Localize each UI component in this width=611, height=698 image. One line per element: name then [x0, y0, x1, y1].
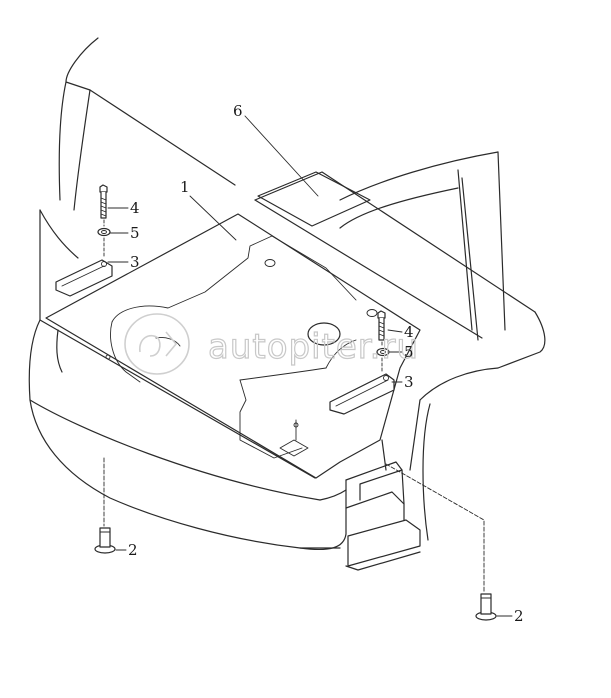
- left-bracket: [55, 259, 113, 297]
- left-bracket-assembly: [55, 184, 113, 297]
- callout-3-left: 3: [130, 253, 140, 271]
- callout-4-left: 4: [130, 199, 140, 217]
- lower-bolts: [94, 457, 497, 621]
- watermark-text: autopiter.ru: [208, 327, 419, 367]
- callout-5-right: 5: [404, 343, 414, 361]
- left-washer: [97, 227, 111, 237]
- right-bolt: [377, 310, 386, 319]
- leader-lines: [107, 115, 513, 617]
- watermark: autopiter.ru: [124, 313, 419, 375]
- callout-2-left: 2: [128, 541, 138, 559]
- callout-3-right: 3: [404, 373, 414, 391]
- callout-6: 6: [233, 102, 243, 120]
- front-bumper: [28, 319, 347, 551]
- watermark-logo-icon: [124, 313, 190, 375]
- callout-1: 1: [180, 178, 190, 196]
- callout-5-left: 5: [130, 224, 140, 242]
- left-bolt: [99, 184, 108, 193]
- part-1-hood-panel: [45, 213, 421, 479]
- right-washer: [376, 347, 390, 357]
- callouts: 1 6 4 5 3 4 5 3 2 2: [128, 102, 524, 625]
- part-6-hood-plate: [257, 171, 371, 227]
- step-assembly: [345, 439, 421, 571]
- right-bracket: [329, 373, 395, 415]
- right-bracket-assembly: [329, 310, 395, 415]
- callout-2-right: 2: [514, 607, 524, 625]
- vehicle-body: [39, 37, 546, 541]
- callout-4-right: 4: [404, 323, 414, 341]
